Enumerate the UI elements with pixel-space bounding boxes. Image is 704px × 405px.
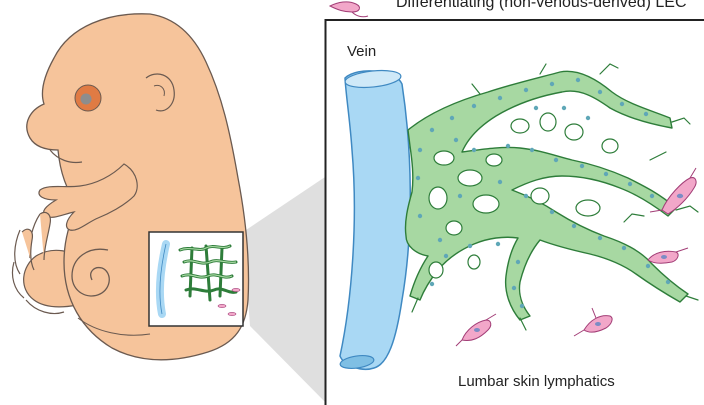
inset-panel: Vein: [326, 20, 704, 405]
embryo-zoom-box: [149, 232, 243, 326]
legend-lec-cell-icon: [330, 2, 368, 17]
legend-lec: Differentiating (non-venous-derived) LEC: [330, 0, 687, 17]
embryo-pupil: [81, 94, 92, 105]
legend-lec-label: Differentiating (non-venous-derived) LEC: [396, 0, 687, 11]
vein-label: Vein: [347, 43, 376, 60]
zoom-wedge: [243, 175, 328, 405]
inset-caption: Lumbar skin lymphatics: [458, 373, 615, 390]
